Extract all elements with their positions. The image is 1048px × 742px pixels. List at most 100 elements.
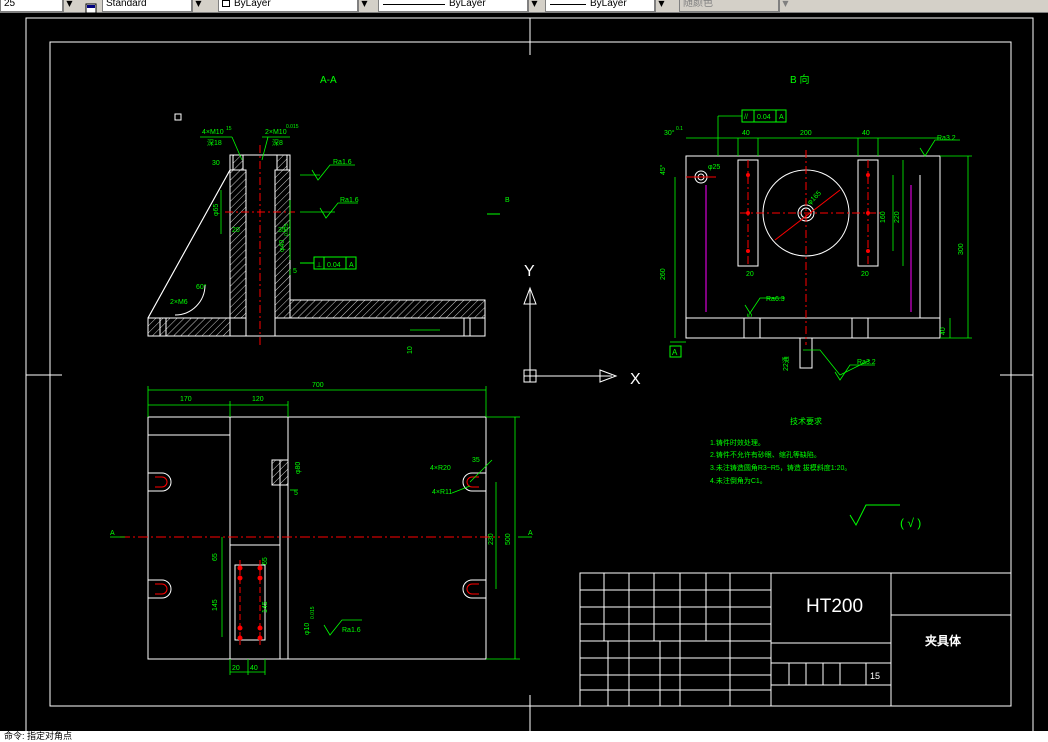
command-line[interactable]: 命令: 指定对角点 [0,731,1048,742]
drawing-svg: A-A B 4×M10 15 深18 2×M10 0.015 深8 [25,17,1034,733]
dim-ra32: Ra3.2 [937,135,956,142]
dim-ra32b: Ra3.2 [857,359,876,366]
titleblock-scale: 15 [870,671,880,681]
dim-200: 200 [800,130,812,137]
dim-230: 230 [488,533,495,545]
tol-frame-sym: ⊥ [316,262,322,269]
dim-700: 700 [312,382,324,389]
linetype-value: ByLayer [449,0,486,9]
dim-10: 10 [407,346,414,354]
dim-plan-145b: 145 [262,601,269,613]
section-aa-dimlines [200,136,440,331]
notes-line3: 3.未注铸造圆角R3~R5，铸造 拔模斜度1:20。 [710,463,851,472]
section-aa-tol-frame: ⊥ 0.04 A [300,256,357,270]
drawing-canvas[interactable]: A-A B 4×M10 15 深18 2×M10 0.015 深8 [0,13,1048,733]
dim-phi10-tol: 0.015 [310,606,316,619]
dim-500: 500 [505,533,512,545]
dim-plan-20: 20 [232,665,240,672]
notes-line2: 2.铸件不允许有砂眼、缩孔等缺陷。 [710,450,821,459]
text-style-dropdown-arrow[interactable]: ▼ [192,0,204,12]
dim-22: 22通 [781,356,790,371]
section-aa-hatch-left [229,169,247,319]
dim-300: 300 [958,243,965,255]
text-style-value: Standard [106,0,147,9]
dim-40a: 40 [742,130,750,137]
dim-160: 160 [880,211,887,223]
dim-20b: 20 [861,271,869,278]
dim-ra63: Ra6.3 [766,296,785,303]
view-b: B 向 [659,73,972,381]
linetype-dropdown-arrow[interactable]: ▼ [528,0,540,12]
layer-dropdown-arrow[interactable]: ▼ [358,0,370,12]
pickbox-cursor [174,113,182,121]
view-b-outline [685,155,941,339]
view-b-dimlines [670,115,972,376]
color-swatch-icon [222,0,230,7]
dim-35: 35 [278,227,286,234]
plotstyle-combo[interactable]: 随颜色 [679,0,779,12]
dim-deep18: 深18 [207,138,222,147]
dim-30: 30 [212,160,220,167]
section-aa-title: A-A [320,75,337,86]
dim-4xm10-tol: 15 [226,126,232,132]
lineweight-sample-icon [550,4,586,5]
scale-dropdown-arrow[interactable]: ▼ [63,0,75,12]
dim-phi10: φ10 [304,623,311,635]
scale-value: 25 [4,0,16,9]
plan-view: 700 170 120 φ80 5 4×R20 35 4×R11 230 500… [110,382,533,675]
section-aa-roughness [311,164,358,219]
text-style-icon[interactable] [84,0,98,14]
section-aa-hatch-right [274,169,486,319]
title-block [579,572,1012,707]
u-slot-bottom-right [462,579,486,599]
dim-4xr20: 4×R20 [430,465,451,472]
section-b-label: B [505,197,510,204]
base-hole-left [159,317,167,337]
datum-a-box [669,345,682,358]
dim-phi40: φ40 [279,240,286,252]
lineweight-combo[interactable]: ByLayer [545,0,655,12]
dim-2xm10: 2×M10 [265,129,287,136]
lineweight-dropdown-arrow[interactable]: ▼ [655,0,667,12]
rough-ra16: Ra1.6 [333,159,352,166]
dim-5: 5 [293,268,297,275]
dim-angle60: 60° [196,283,207,291]
layer-value: ByLayer [234,0,271,9]
u-slot-top-right [462,472,486,492]
section-aa-view: A-A B 4×M10 15 深18 2×M10 0.015 深8 [147,75,510,354]
layer-combo[interactable]: ByLayer [218,0,358,12]
dim-deep8: 深8 [272,138,283,147]
rough-ra16b: Ra1.6 [340,197,359,204]
notes-title: 技术要求 [790,416,822,426]
dim-30deg-tol: 0.1 [676,126,683,132]
dim-plan-65: 65 [212,553,219,561]
dim-45: 45° [659,164,667,175]
dim-40b: 40 [862,130,870,137]
datum-a-label: A [672,348,678,357]
dim-20a: 20 [746,271,754,278]
dim-phi80: φ80 [295,462,302,474]
text-style-combo[interactable]: Standard [102,0,192,12]
dim-4xr11: 4×R11 [432,489,452,496]
notes-line1: 1.铸件时效处理。 [710,438,765,447]
linetype-combo[interactable]: ByLayer [378,0,528,12]
lineweight-value: ByLayer [590,0,627,9]
view-b-tol-frame: // 0.04 A [741,109,787,123]
dim-plan-35: 35 [472,457,480,464]
angle-arc [174,284,206,316]
scale-combo[interactable]: 25 [0,0,63,12]
rib-diagonal [147,169,231,319]
section-aa-hatch-top-right [276,154,288,171]
plotstyle-dropdown-arrow[interactable]: ▼ [779,0,791,12]
dim-phi65: φ65 [213,204,220,216]
linetype-sample-icon [383,4,445,5]
command-line-text: 命令: 指定对角点 [4,731,73,741]
dim-120: 120 [252,396,264,403]
notes-line4: 4.未注倒角为C1。 [710,476,767,485]
dim-phi40-tol: 0.025 [284,223,290,236]
dim-170: 170 [180,396,192,403]
plan-dimlines [110,386,532,675]
view-b-tol-sym: // [744,114,748,121]
axis-y-label: Y [524,263,535,280]
ucs-icon: Y X [523,263,641,388]
